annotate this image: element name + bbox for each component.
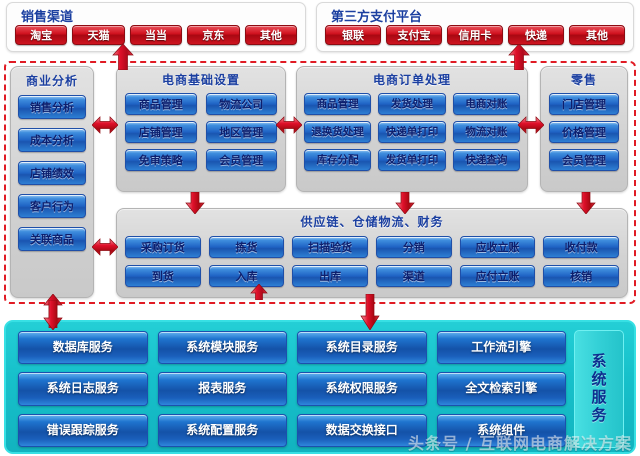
sc-button-picking[interactable]: 拣货 [208,236,285,258]
payment-button-alipay[interactable]: 支付宝 [386,25,442,45]
supply-chain-panel: 供应链、仓储物流、财务 采购订货 拣货 扫描验货 分销 应收立账 收付款 到货 … [116,208,628,298]
svc-button-fulltext-search-engine[interactable]: 全文检索引擎 [436,372,566,406]
payment-button-other[interactable]: 其他 [569,25,625,45]
system-services-label: 系统服务 [589,353,608,425]
eco-button-return-exchange[interactable]: 退换货处理 [304,121,372,143]
sc-button-receivable[interactable]: 应收立账 [459,236,536,258]
retail-panel: 零售 门店管理 价格管理 会员管理 [540,66,628,192]
ba-button-cost-analysis[interactable]: 成本分析 [18,128,86,152]
ba-button-store-performance[interactable]: 店铺绩效 [18,161,86,185]
ecb-button-member-mgmt[interactable]: 会员管理 [205,149,277,171]
sc-button-scan-inspection[interactable]: 扫描验货 [292,236,368,258]
payment-platform-panel: 第三方支付平台 银联 支付宝 信用卡 快递 其他 [316,2,634,52]
svc-button-system-component[interactable]: 系统组件 [436,413,566,447]
payment-platform-button-row: 银联 支付宝 信用卡 快递 其他 [325,25,625,45]
sc-button-distribution[interactable]: 分销 [375,236,452,258]
ecb-button-product-mgmt[interactable]: 商品管理 [125,93,197,115]
channel-button-dangdang[interactable]: 当当 [129,25,183,45]
sc-button-write-off[interactable]: 核销 [543,265,619,287]
svc-button-system-module[interactable]: 系统模块服务 [157,331,287,365]
retail-button-list: 门店管理 价格管理 会员管理 [549,93,619,171]
business-analysis-title: 商业分析 [25,74,78,88]
system-services-panel: 数据库服务 系统模块服务 系统目录服务 工作流引擎 系统日志服务 报表服务 系统… [4,320,636,454]
ba-button-sales-analysis[interactable]: 销售分析 [18,95,86,119]
svc-button-workflow-engine[interactable]: 工作流引擎 [436,331,566,365]
retail-button-store-mgmt[interactable]: 门店管理 [549,93,619,115]
svc-button-system-permission[interactable]: 系统权限服务 [297,372,427,406]
svc-button-system-directory[interactable]: 系统目录服务 [297,331,427,365]
supply-chain-button-grid: 采购订货 拣货 扫描验货 分销 应收立账 收付款 到货 入库 出库 渠道 应付立… [125,236,619,287]
ec-order-processing-title: 电商订单处理 [372,73,451,87]
supply-chain-title: 供应链、仓储物流、财务 [300,215,444,229]
svc-button-error-tracking[interactable]: 错误跟踪服务 [18,413,148,447]
sc-button-goods-arrival[interactable]: 到货 [125,265,201,287]
svc-button-system-config[interactable]: 系统配置服务 [157,413,287,447]
ec-order-processing-panel: 电商订单处理 商品管理 发货处理 电商对账 退换货处理 快递单打印 物流对账 库… [296,66,528,192]
ba-button-related-products[interactable]: 关联商品 [18,227,86,251]
channel-button-jd[interactable]: 京东 [187,25,240,45]
eco-button-express-label-print[interactable]: 快递单打印 [378,121,446,143]
ec-basic-settings-panel: 电商基础设置 商品管理 物流公司 店铺管理 地区管理 免审策略 会员管理 [116,66,286,192]
ecb-button-logistics-company[interactable]: 物流公司 [205,93,277,115]
eco-button-logistics-reconciliation[interactable]: 物流对账 [452,121,520,143]
ecb-button-region-mgmt[interactable]: 地区管理 [205,121,277,143]
retail-button-member-mgmt[interactable]: 会员管理 [549,149,619,171]
svc-button-system-log[interactable]: 系统日志服务 [18,372,148,406]
sc-button-purchase-order[interactable]: 采购订货 [125,236,201,258]
svc-button-data-exchange-interface[interactable]: 数据交换接口 [297,413,427,447]
eco-button-shipping-process[interactable]: 发货处理 [378,93,446,115]
eco-button-product-mgmt[interactable]: 商品管理 [304,93,372,115]
eco-button-ec-reconciliation[interactable]: 电商对账 [452,93,520,115]
channel-button-tmall[interactable]: 天猫 [72,25,125,45]
ba-button-customer-behavior[interactable]: 客户行为 [18,194,86,218]
sales-channel-button-row: 淘宝 天猫 当当 京东 其他 [15,25,298,45]
svc-button-report[interactable]: 报表服务 [157,372,287,406]
ecb-button-store-mgmt[interactable]: 店铺管理 [125,121,197,143]
payment-button-express[interactable]: 快递 [508,25,564,45]
eco-button-inventory-allocation[interactable]: 库存分配 [304,149,372,171]
sc-button-channel[interactable]: 渠道 [375,265,452,287]
business-analysis-button-list: 销售分析 成本分析 店铺绩效 客户行为 关联商品 [18,95,86,251]
sales-channel-panel: 销售渠道 淘宝 天猫 当当 京东 其他 [6,2,306,52]
channel-button-taobao[interactable]: 淘宝 [15,25,68,45]
sc-button-warehouse-in[interactable]: 入库 [208,265,285,287]
system-services-button-grid: 数据库服务 系统模块服务 系统目录服务 工作流引擎 系统日志服务 报表服务 系统… [18,331,566,447]
sc-button-payment-collection[interactable]: 收付款 [543,236,619,258]
business-analysis-panel: 商业分析 销售分析 成本分析 店铺绩效 客户行为 关联商品 [10,66,94,298]
payment-button-unionpay[interactable]: 银联 [325,25,381,45]
svc-button-database[interactable]: 数据库服务 [18,331,148,365]
ecb-button-exempt-policy[interactable]: 免审策略 [125,149,197,171]
core-modules-dashed-frame [4,61,636,304]
channel-button-other[interactable]: 其他 [244,25,298,45]
payment-platform-title: 第三方支付平台 [331,10,423,25]
payment-button-creditcard[interactable]: 信用卡 [447,25,503,45]
ec-basic-settings-title: 电商基础设置 [161,73,240,87]
sc-button-warehouse-out[interactable]: 出库 [292,265,368,287]
eco-button-delivery-note-print[interactable]: 发货单打印 [378,149,446,171]
ec-order-processing-button-grid: 商品管理 发货处理 电商对账 退换货处理 快递单打印 物流对账 库存分配 发货单… [304,93,520,171]
sales-channel-title: 销售渠道 [21,10,74,25]
retail-title: 零售 [570,73,597,87]
ec-basic-settings-button-grid: 商品管理 物流公司 店铺管理 地区管理 免审策略 会员管理 [125,93,277,171]
sc-button-payable[interactable]: 应付立账 [459,265,536,287]
eco-button-express-tracking[interactable]: 快递查询 [452,149,520,171]
retail-button-price-mgmt[interactable]: 价格管理 [549,121,619,143]
system-services-label-panel: 系统服务 [574,330,624,448]
